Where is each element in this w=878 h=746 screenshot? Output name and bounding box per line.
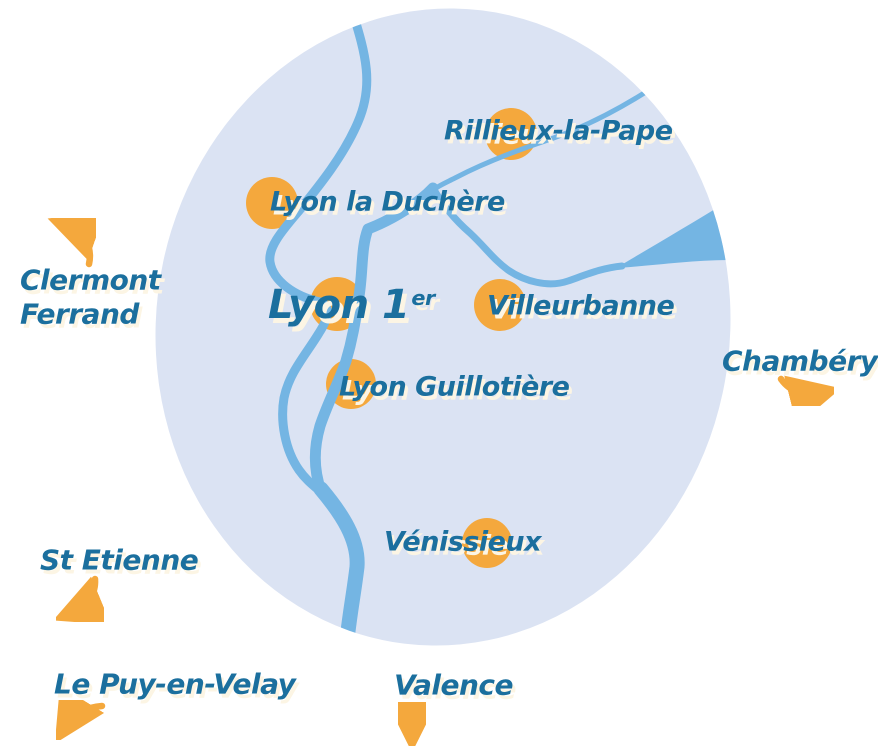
map-region-ellipse [155,8,731,646]
lyon-1er-text: Lyon 1 [268,282,410,328]
arrow-right-chambery-icon [777,375,834,406]
arrow-down-valence-icon [398,702,426,746]
river-canal-miribel [430,55,698,193]
river-rhone-east [429,184,626,288]
location-label-lyon-1er: Lyon 1er [268,282,435,328]
lyon-1er-superscript: er [411,286,435,311]
river-rhone-city [309,182,439,497]
river-saone [265,5,372,497]
outer-city-label-chambery: Chambéry [722,344,878,378]
marker-villeurbanne-icon [474,279,526,331]
location-label-venissieux: Vénissieux [384,526,542,558]
arrow-down-left-st-etienne-icon [56,575,104,622]
outer-city-label-le-puy-en-velay: Le Puy-en-Velay [54,667,296,701]
arrow-down-left-le-puy-icon [56,700,106,740]
rivers [265,5,762,668]
marker-duchere-icon [246,177,298,229]
outer-city-label-clermont-ferrand: Clermont Ferrand [20,263,161,330]
arrow-up-left-clermont-icon [47,218,96,268]
location-label-lyon-guillotiere: Lyon Guillotière [339,371,570,403]
location-label-lyon-la-duchere: Lyon la Duchère [270,186,505,218]
location-label-rillieux-la-pape: Rillieux-la-Pape [444,115,673,147]
outer-city-label-valence: Valence [394,668,514,702]
outer-city-label-st-etienne: St Etienne [40,543,199,577]
river-merged-south [313,481,365,668]
location-label-villeurbanne: Villeurbanne [487,290,675,322]
marker-venissieux-icon [462,518,512,568]
